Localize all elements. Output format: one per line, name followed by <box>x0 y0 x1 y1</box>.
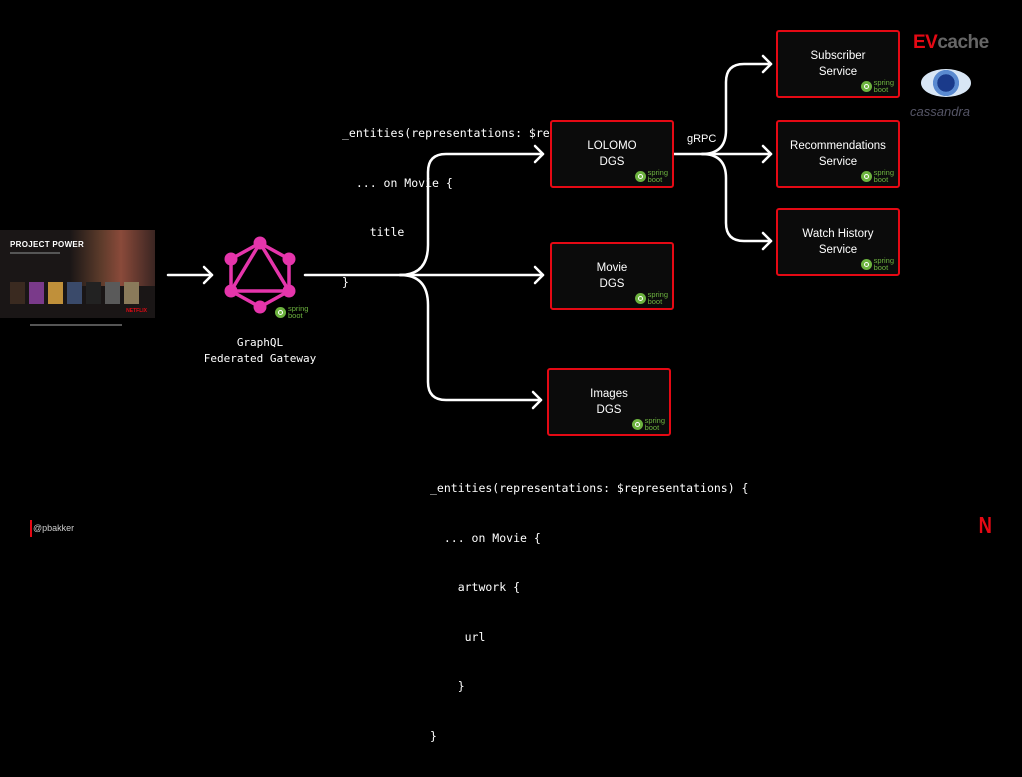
arrow-lolomo-to-subscriber <box>700 62 773 156</box>
gateway-label-line2: Federated Gateway <box>203 352 317 365</box>
architecture-diagram: PROJECT POWER NETFLIX _entities(represen… <box>0 30 992 743</box>
code-line: } <box>430 679 465 693</box>
service-name: Images <box>590 388 628 400</box>
spring-boot-badge: spring boot <box>634 168 668 184</box>
spring-boot-badge: spring boot <box>275 304 309 320</box>
arrowhead-movie <box>533 265 545 285</box>
tv-poster <box>105 282 120 304</box>
arrowhead-recommendations <box>761 144 773 164</box>
service-box-recommendations: Recommendations Service spring boot <box>776 120 900 188</box>
code-line: url <box>430 629 486 644</box>
code-line: ... on Movie { <box>342 175 453 190</box>
spring-boot-badge: spring boot <box>634 290 668 306</box>
evcache-logo: EVcache <box>913 32 989 54</box>
service-type: Service <box>818 66 858 78</box>
tv-poster <box>86 282 101 304</box>
service-type: Service <box>818 244 858 256</box>
spring-leaf-icon <box>275 307 286 318</box>
tv-poster <box>10 282 25 304</box>
speaker-handle: @pbakker <box>33 523 75 533</box>
code-block-artwork-query: _entities(representations: $representati… <box>430 447 749 777</box>
service-type: Service <box>818 156 858 168</box>
boot-label: boot <box>873 262 889 272</box>
service-name: Subscriber <box>810 50 866 62</box>
tv-stand <box>30 324 122 326</box>
service-type: DGS <box>599 156 625 168</box>
boot-label: boot <box>647 174 663 184</box>
service-box-lolomo-dgs: LOLOMO DGS spring boot <box>550 120 674 188</box>
spring-label: spring <box>873 256 894 265</box>
service-box-images-dgs: Images DGS spring boot <box>547 368 671 436</box>
arrow-lolomo-to-watch-history <box>700 152 773 243</box>
spring-boot-badge: spring boot <box>631 416 665 432</box>
service-box-subscriber: Subscriber Service spring boot <box>776 30 900 98</box>
arrow-gateway-to-lolomo <box>398 152 545 277</box>
service-type: DGS <box>596 404 622 416</box>
spring-leaf-icon <box>634 171 646 182</box>
tv-netflix-wordmark: NETFLIX <box>126 308 147 314</box>
spring-boot-badge: spring boot <box>860 256 894 272</box>
boot-label: boot <box>873 84 889 94</box>
gateway-label-line1: GraphQL <box>236 336 284 349</box>
tv-poster <box>124 282 139 304</box>
boot-label: boot <box>644 422 660 432</box>
spring-leaf-icon <box>631 419 643 430</box>
handle-accent-bar <box>30 520 32 537</box>
service-name: Watch History <box>802 228 874 240</box>
service-name: LOLOMO <box>587 140 637 152</box>
service-box-movie-dgs: Movie DGS spring boot <box>550 242 674 310</box>
spring-label: spring <box>647 168 668 177</box>
spring-label: spring <box>647 290 668 299</box>
netflix-tv-screenshot: PROJECT POWER NETFLIX <box>0 230 155 318</box>
code-line: ... on Movie { <box>430 530 541 545</box>
code-line: title <box>342 225 405 239</box>
boot-label: boot <box>873 174 889 184</box>
code-line: } <box>430 728 437 743</box>
service-box-watch-history: Watch History Service spring boot <box>776 208 900 276</box>
arrowhead-client <box>202 265 214 285</box>
arrowhead-lolomo <box>533 144 545 164</box>
code-line: } <box>342 274 349 289</box>
tv-poster <box>67 282 82 304</box>
evcache-ev: EV <box>913 32 938 53</box>
cassandra-logo-text: cassandra <box>910 104 970 119</box>
spring-label: spring <box>644 416 665 425</box>
service-name: Recommendations <box>790 140 886 152</box>
tv-subtitle-line <box>10 252 60 254</box>
spring-leaf-icon <box>860 171 872 182</box>
arrowhead-images <box>531 390 543 410</box>
spring-boot-badge: spring boot <box>860 168 894 184</box>
spring-label: spring <box>873 78 894 87</box>
tv-title: PROJECT POWER <box>10 240 85 249</box>
code-line: artwork { <box>430 580 521 594</box>
spring-boot-badge: spring boot <box>860 78 894 94</box>
cassandra-eye-icon <box>921 69 971 97</box>
arrowhead-subscriber <box>761 54 773 74</box>
service-name: Movie <box>596 262 628 274</box>
spring-leaf-icon <box>860 259 872 270</box>
netflix-logo-icon: N <box>978 512 992 538</box>
graphql-logo-nodes <box>224 236 296 314</box>
evcache-cache: cache <box>937 32 989 53</box>
spring-leaf-icon <box>860 81 872 92</box>
arrowhead-watch-history <box>761 231 773 251</box>
arrow-gateway-to-images <box>398 273 543 402</box>
tv-poster <box>29 282 44 304</box>
boot-label: boot <box>288 310 303 320</box>
spring-label: spring <box>873 168 894 177</box>
code-line: _entities(representations: $representati… <box>430 481 749 495</box>
tv-hero-image <box>70 230 155 286</box>
tv-poster <box>48 282 63 304</box>
grpc-label: gRPC <box>687 133 717 145</box>
graphql-logo-icon <box>229 241 291 309</box>
connector-lines <box>166 54 773 410</box>
service-type: DGS <box>599 278 625 290</box>
spring-label: spring <box>288 304 309 313</box>
spring-leaf-icon <box>634 293 646 304</box>
gateway-label: GraphQL Federated Gateway <box>190 335 330 367</box>
boot-label: boot <box>647 296 663 306</box>
